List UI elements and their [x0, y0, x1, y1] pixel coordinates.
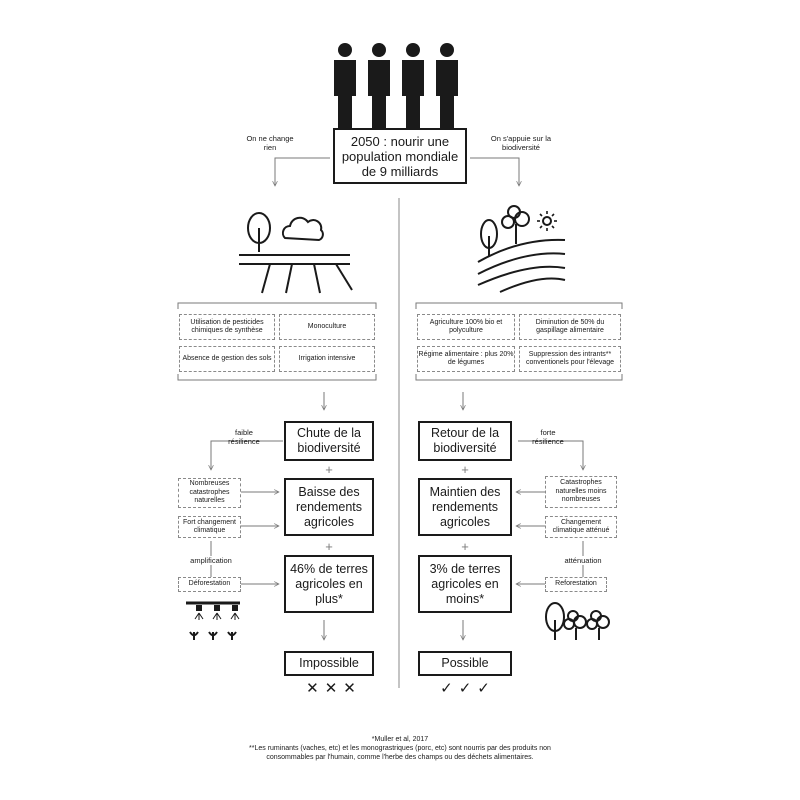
top-title-box: 2050 : nourir une population mondiale de…	[333, 128, 467, 184]
branch-right-label: On s'appuie sur la biodiversité	[490, 134, 552, 152]
left-side-3: Déforestation	[178, 577, 241, 592]
left-plus-1: +	[325, 462, 333, 477]
people-icon	[334, 43, 458, 146]
left-practice-2: Monoculture	[279, 314, 375, 340]
right-plus-2: +	[461, 539, 469, 554]
right-practice-bracket-bottom	[415, 374, 623, 381]
right-side-2: Changement climatique atténué	[545, 516, 617, 538]
footnote-2: **Les ruminants (vaches, etc) et les mon…	[249, 745, 551, 761]
left-side-2: Fort changement climatique	[178, 516, 241, 538]
branch-left-label: On ne change rien	[246, 134, 294, 152]
branch-left-arrow	[275, 157, 330, 186]
right-step1-box: Retour de la biodiversité	[418, 421, 512, 461]
branch-right-arrow	[470, 157, 519, 186]
left-practice-bracket-bottom	[177, 374, 377, 381]
right-practice-3: Régime alimentaire : plus 20% de légumes	[417, 346, 515, 372]
right-side-3: Reforestation	[545, 577, 607, 592]
left-amplification-label: amplification	[188, 556, 234, 565]
right-practice-bracket-top	[415, 302, 623, 309]
left-step1-box: Chute de la biodiversité	[284, 421, 374, 461]
right-resilience-label: forte résilience	[532, 428, 564, 446]
left-practice-3: Absence de gestion des sols	[179, 346, 275, 372]
left-practice-bracket-top	[177, 302, 377, 309]
right-result-marks: ✓✓✓	[440, 680, 496, 697]
right-step3-box: 3% de terres agricoles en moins*	[418, 555, 512, 613]
right-result-box: Possible	[418, 651, 512, 676]
right-practice-1: Agriculture 100% bio et polyculture	[417, 314, 515, 340]
right-step2-box: Maintien des rendements agricoles	[418, 478, 512, 536]
right-plus-1: +	[461, 462, 469, 477]
footnote-1: *Muller et al, 2017	[371, 736, 429, 743]
top-title: 2050 : nourir une population mondiale de…	[341, 133, 459, 179]
diverse-landscape-icon	[477, 205, 566, 293]
right-resilience-arrow	[518, 440, 583, 470]
left-practice-1: Utilisation de pesticides chimiques de s…	[179, 314, 275, 340]
right-practice-4: Suppression des intrants** conventionels…	[519, 346, 621, 372]
left-side-1: Nombreuses catastrophes naturelles	[178, 478, 241, 508]
left-result-marks: ✕✕✕	[306, 680, 362, 697]
left-plus-2: +	[325, 539, 333, 554]
left-resilience-arrow	[211, 440, 283, 470]
left-resilience-label: faible résilience	[228, 428, 260, 446]
right-side-1: Catastrophes naturelles moins nombreuses	[545, 476, 617, 508]
right-practice-2: Diminution de 50% du gaspillage alimenta…	[519, 314, 621, 340]
left-step3-box: 46% de terres agricoles en plus*	[284, 555, 374, 613]
left-practice-4: Irrigation intensive	[279, 346, 375, 372]
intensive-field-icon	[239, 212, 353, 294]
irrigation-icon	[186, 601, 240, 640]
left-step2-box: Baisse des rendements agricoles	[284, 478, 374, 536]
right-attenuation-label: atténuation	[560, 556, 606, 565]
left-result-box: Impossible	[284, 651, 374, 676]
trees-icon	[545, 602, 610, 640]
